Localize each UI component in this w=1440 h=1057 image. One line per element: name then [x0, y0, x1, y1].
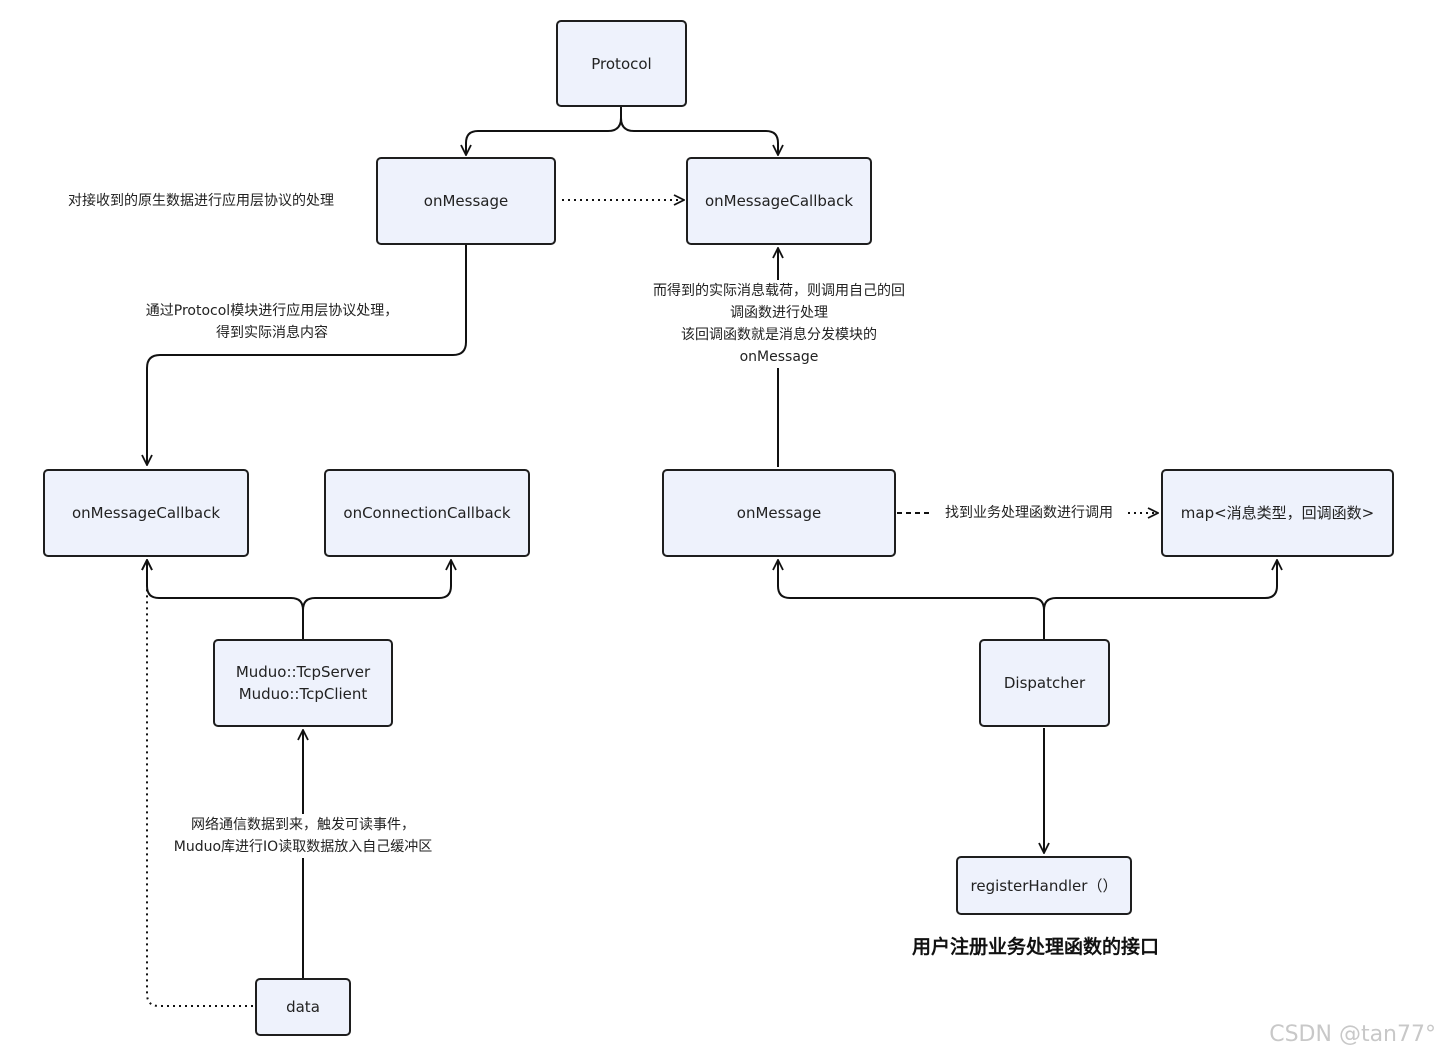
muduo-onmessagecallback-label: onMessageCallback [71, 504, 221, 522]
data-to-callback-dotted [147, 560, 253, 1007]
protocol-onmessage-label: onMessage [423, 192, 509, 210]
find-handler-label: 找到业务处理函数进行调用 [933, 502, 1125, 524]
protocol-node: Protocol [556, 20, 687, 107]
protocol-onmessage-node: onMessage [376, 157, 556, 245]
protocol-processing-label: 通过Protocol模块进行应用层协议处理， 得到实际消息内容 [134, 300, 410, 344]
dispatcher-node: Dispatcher [979, 639, 1110, 727]
data-node: data [255, 978, 351, 1036]
data-node-label: data [286, 998, 320, 1016]
dispatcher-onmessage-label: onMessage [736, 504, 822, 522]
raw-data-processing-text: 对接收到的原生数据进行应用层协议的处理 [68, 193, 334, 209]
watermark: CSDN @tan77° [1269, 1022, 1436, 1047]
network-data-line-1: 网络通信数据到来，触发可读事件， [191, 817, 415, 833]
handler-map-node: map<消息类型，回调函数> [1161, 469, 1394, 557]
callback-note-label: 而得到的实际消息载荷，则调用自己的回 调函数进行处理 该回调函数就是消息分发模块… [639, 280, 919, 368]
muduo-branch-connector [302, 560, 451, 611]
protocol-onmessagecallback-label: onMessageCallback [704, 192, 854, 210]
raw-data-processing-label: 对接收到的原生数据进行应用层协议的处理 [68, 190, 334, 212]
dispatcher-node-label: Dispatcher [1003, 674, 1086, 692]
protocol-processing-line-2: 得到实际消息内容 [216, 325, 328, 341]
callback-note-line-1: 而得到的实际消息载荷，则调用自己的回 [653, 283, 905, 299]
register-handler-node: registerHandler（） [956, 856, 1132, 915]
callback-note-line-2: 调函数进行处理 [730, 305, 828, 321]
dispatcher-onmessage-node: onMessage [662, 469, 896, 557]
dispatcher-branch-connector [778, 560, 1045, 639]
register-handler-label: registerHandler（） [970, 876, 1118, 895]
muduo-onconnectioncallback-node: onConnectionCallback [324, 469, 530, 557]
protocol-node-label: Protocol [591, 54, 652, 73]
network-data-line-2: Muduo库进行IO读取数据放入自己缓冲区 [173, 839, 433, 855]
muduo-node: Muduo::TcpServer Muduo::TcpClient [213, 639, 393, 727]
find-handler-text: 找到业务处理函数进行调用 [945, 505, 1113, 521]
callback-note-line-3: 该回调函数就是消息分发模块的 [681, 327, 877, 343]
muduo-onconnectioncallback-label: onConnectionCallback [343, 504, 511, 522]
muduo-onmessagecallback-node: onMessageCallback [43, 469, 249, 557]
muduo-branch-connector [147, 560, 304, 639]
register-interface-heading: 用户注册业务处理函数的接口 [912, 936, 1160, 958]
muduo-server-label: Muduo::TcpServer [235, 663, 371, 681]
protocol-processing-line-1: 通过Protocol模块进行应用层协议处理， [145, 303, 399, 319]
dispatcher-branch-connector [1043, 560, 1277, 611]
protocol-to-muduo-connector [147, 245, 467, 465]
network-data-label: 网络通信数据到来，触发可读事件， Muduo库进行IO读取数据放入自己缓冲区 [158, 814, 448, 858]
protocol-branch-connector [466, 107, 622, 155]
protocol-branch-connector [620, 117, 778, 155]
callback-note-line-4: onMessage [739, 349, 819, 365]
handler-map-label: map<消息类型，回调函数> [1180, 504, 1375, 522]
protocol-onmessagecallback-node: onMessageCallback [686, 157, 872, 245]
muduo-client-label: Muduo::TcpClient [238, 685, 368, 703]
